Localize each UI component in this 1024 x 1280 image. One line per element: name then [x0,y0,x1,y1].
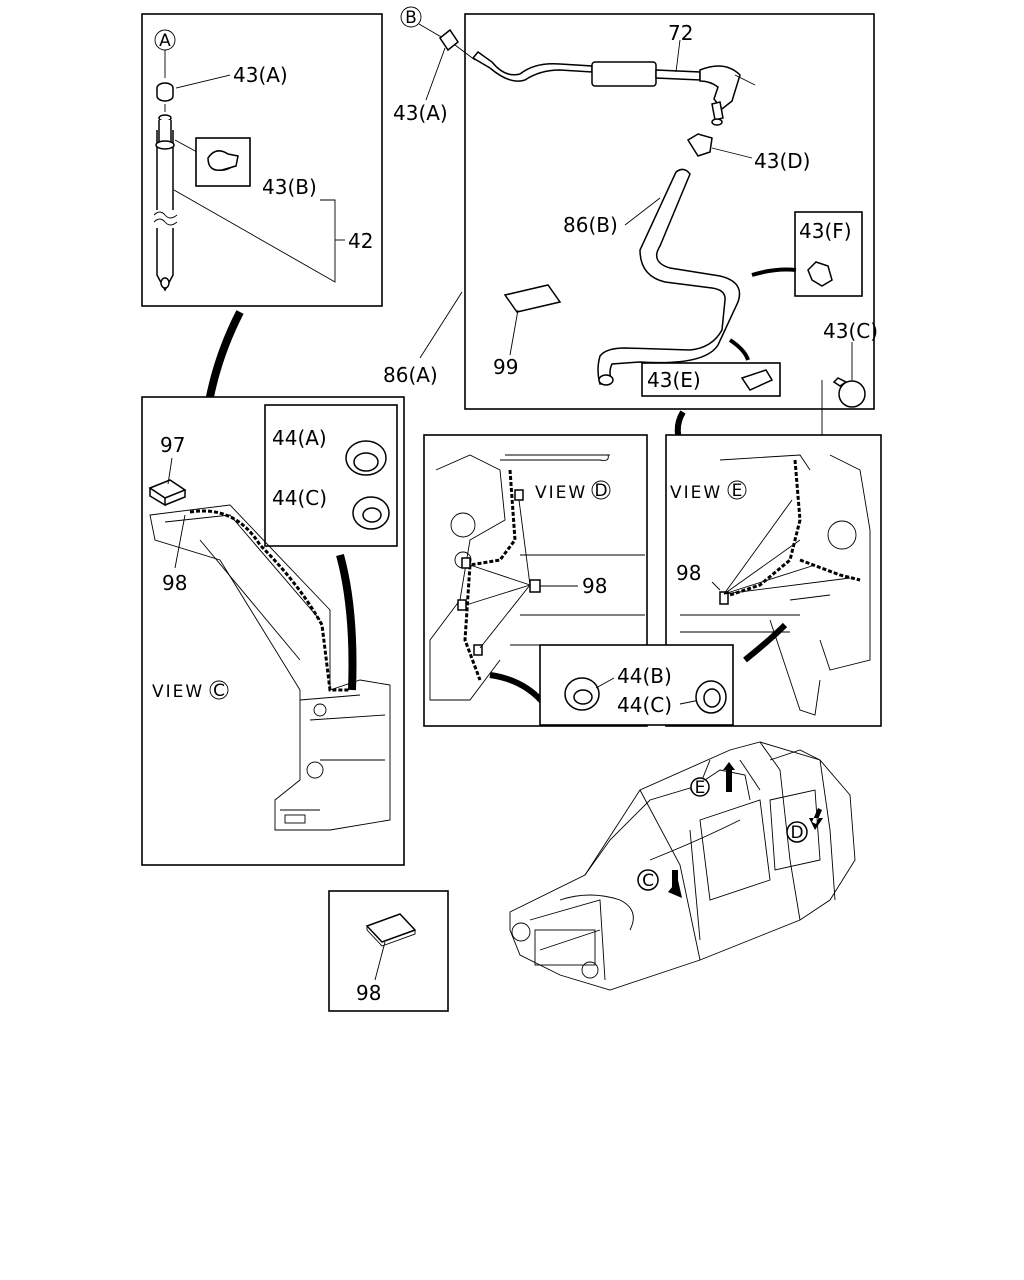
view-e-text: VIEW [670,483,722,503]
view-e-mark: E [732,481,743,501]
hose-box: B 43(A) 72 43(D) 86(B) 43(F) 99 [383,6,875,410]
label-72: 72 [668,21,693,45]
label-86a: 86(A) [383,363,438,387]
label-98-view-d: 98 [582,574,607,598]
label-44c-bottom: 44(C) [617,693,672,717]
view-c-panel: 44(A) 44(C) 97 98 VIEW C [141,396,405,866]
label-43e: 43(E) [647,368,701,392]
label-43d: 43(D) [754,149,810,173]
view-d-text: VIEW [535,483,587,503]
vehicle-body: E D C [509,741,856,991]
label-98-box: 98 [356,981,381,1005]
label-86b: 86(B) [563,213,618,237]
vehicle-mark-e: E [695,778,706,798]
label-99: 99 [493,355,518,379]
sealer-98-box: 98 [328,890,449,1012]
label-43a-top: 43(A) [233,63,288,87]
label-43f: 43(F) [799,219,852,243]
view-c-text: VIEW [152,682,204,702]
label-43b: 43(B) [262,175,317,199]
plug-43c: 43(C) [810,319,878,446]
vehicle-mark-d: D [790,823,803,843]
label-44c-top: 44(C) [272,486,327,510]
label-44a: 44(A) [272,426,327,450]
label-98-view-e: 98 [676,561,701,585]
ref-b-mark: B [405,8,417,28]
label-43c: 43(C) [823,319,878,343]
vehicle-mark-c: C [642,871,654,891]
label-43a-b: 43(A) [393,101,448,125]
label-44b: 44(B) [617,664,672,688]
label-42: 42 [348,229,373,253]
view-d-mark: D [594,481,607,501]
ref-b-circle [400,6,422,28]
view-c-mark: C [213,681,225,701]
ref-a-mark: A [159,31,171,51]
drain-tube-box: A 43(A) 43(B) 42 [141,13,383,307]
label-97: 97 [160,433,185,457]
label-98-view-c: 98 [162,571,187,595]
grommet-44b-inset: 44(B) 44(C) [539,644,734,726]
